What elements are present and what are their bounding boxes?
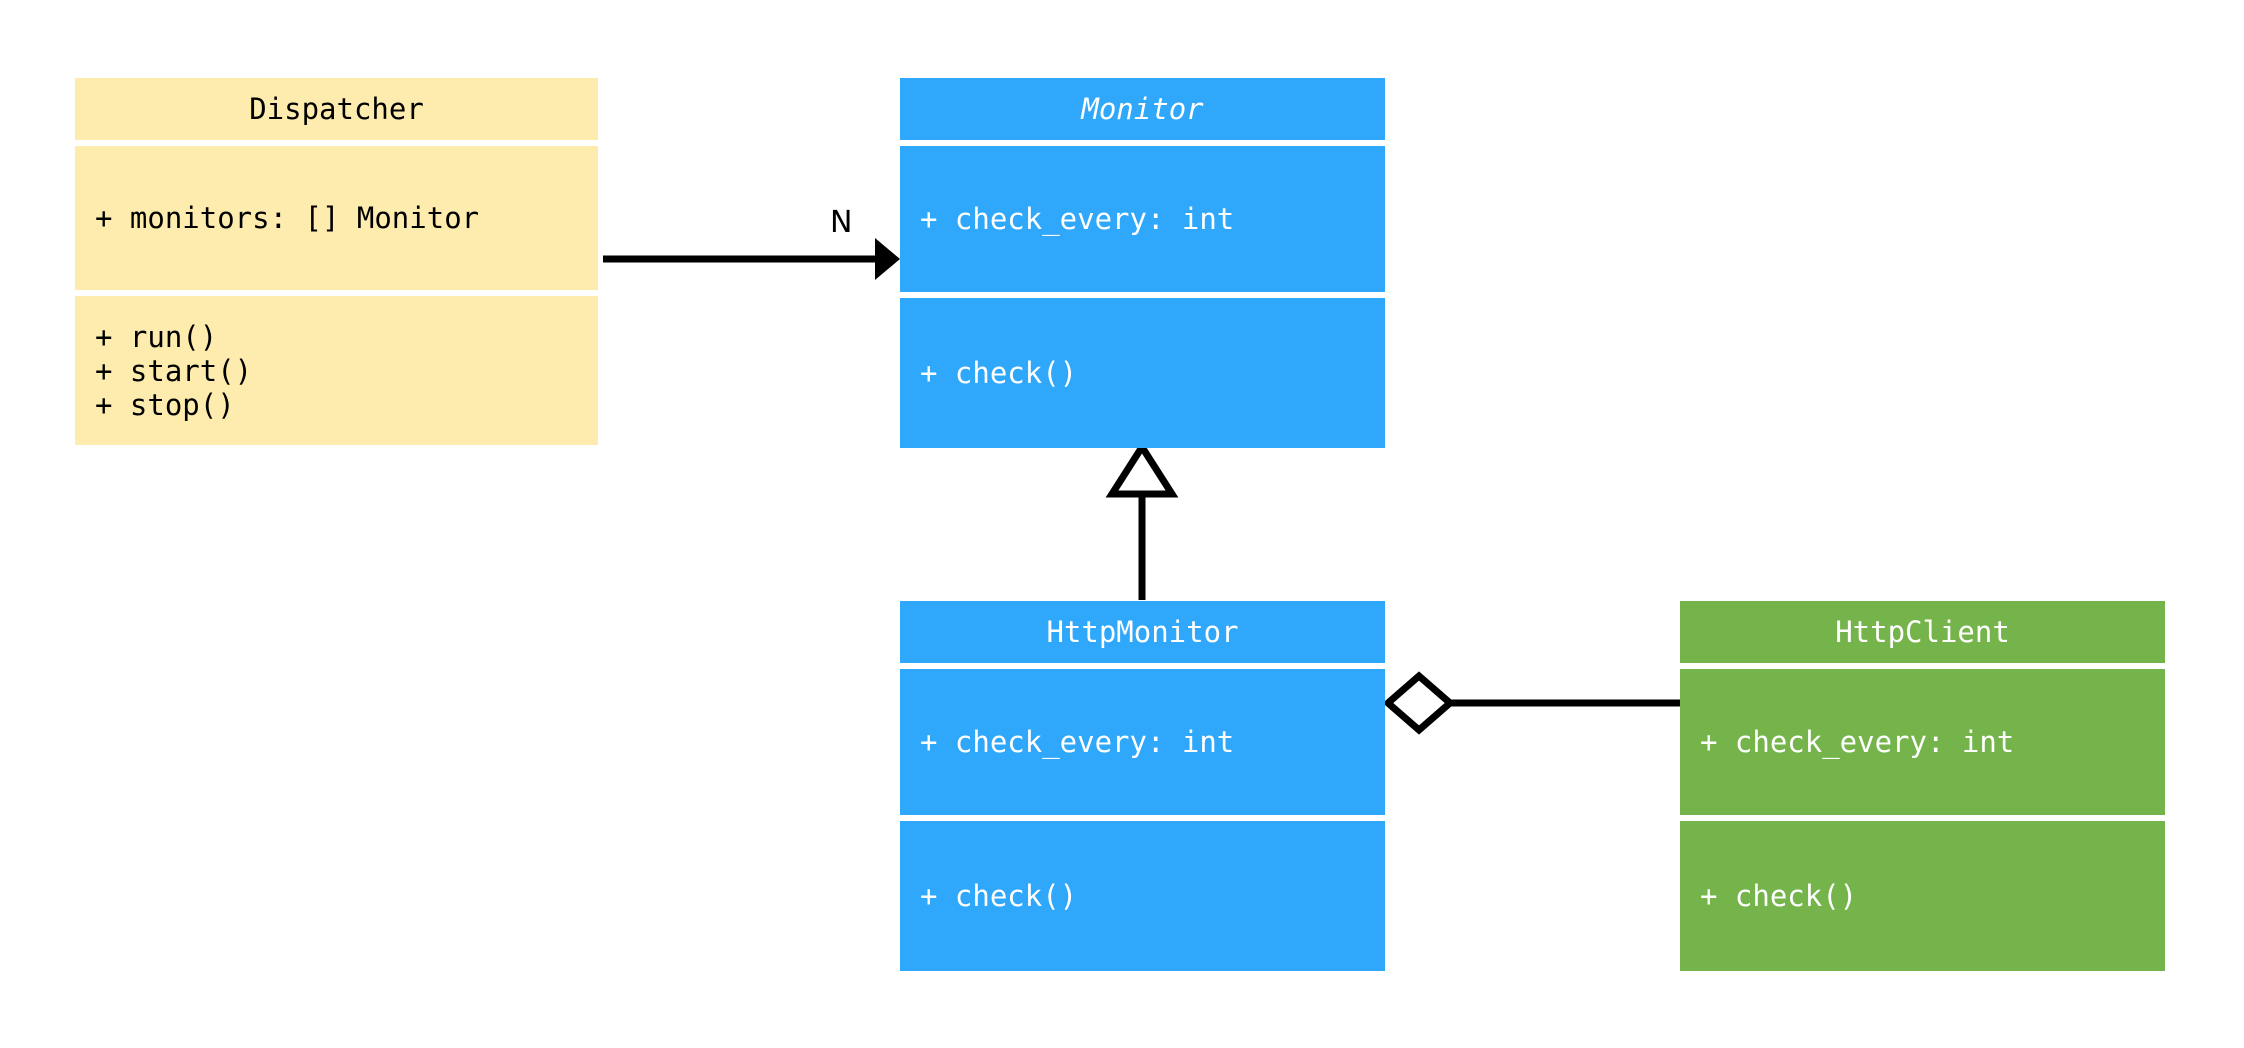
class-attributes-httpmonitor: + check_every: int <box>900 663 1385 815</box>
uml-class-dispatcher[interactable]: Dispatcher + monitors: [] Monitor + run(… <box>75 78 598 445</box>
class-attributes-dispatcher: + monitors: [] Monitor <box>75 140 598 290</box>
uml-class-httpclient[interactable]: HttpClient + check_every: int + check() <box>1680 601 2165 971</box>
attribute-row: + check_every: int <box>920 202 1235 236</box>
class-methods-httpmonitor: + check() <box>900 815 1385 971</box>
hollow-diamond-icon <box>1382 671 1456 735</box>
class-title-dispatcher: Dispatcher <box>75 78 598 140</box>
attribute-row: + check_every: int <box>1700 725 2015 759</box>
method-row: + start() <box>95 353 253 388</box>
class-methods-httpclient: + check() <box>1680 815 2165 971</box>
aggregation-httpmonitor-httpclient[interactable] <box>1382 671 1680 735</box>
uml-class-httpmonitor[interactable]: HttpMonitor + check_every: int + check() <box>900 601 1385 971</box>
filled-arrowhead-icon <box>875 238 900 280</box>
generalization-httpmonitor-monitor[interactable] <box>1105 440 1179 600</box>
class-title-monitor: Monitor <box>900 78 1385 140</box>
method-row: + check() <box>920 879 1078 913</box>
class-methods-monitor: + check() <box>900 292 1385 448</box>
association-dispatcher-monitor[interactable] <box>603 238 900 280</box>
class-title-httpmonitor: HttpMonitor <box>900 601 1385 663</box>
class-attributes-monitor: + check_every: int <box>900 140 1385 292</box>
association-multiplicity-label: N <box>830 205 853 240</box>
method-row: + run() <box>95 319 218 354</box>
method-row: + stop() <box>95 387 235 422</box>
hollow-triangle-icon <box>1105 440 1179 498</box>
attribute-row: + check_every: int <box>920 725 1235 759</box>
method-row: + check() <box>1700 879 1858 913</box>
uml-class-monitor[interactable]: Monitor + check_every: int + check() <box>900 78 1385 448</box>
attribute-row: + monitors: [] Monitor <box>95 201 480 235</box>
class-title-httpclient: HttpClient <box>1680 601 2165 663</box>
method-row: + check() <box>920 356 1078 390</box>
class-attributes-httpclient: + check_every: int <box>1680 663 2165 815</box>
class-methods-dispatcher: + run() + start() + stop() <box>75 290 598 445</box>
